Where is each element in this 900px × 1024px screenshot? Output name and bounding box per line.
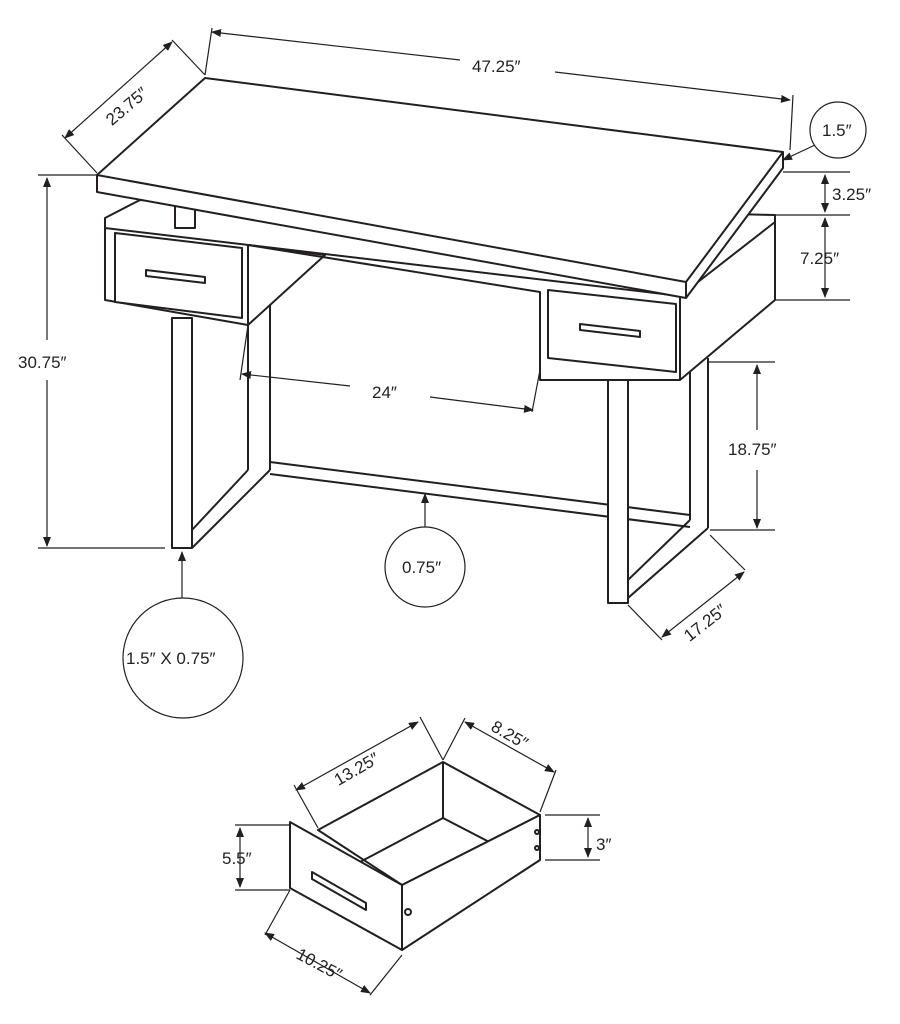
drawer-handle bbox=[311, 871, 367, 911]
drawer-side-height-label: 3″ bbox=[596, 835, 611, 854]
overall-height-label: 30.75″ bbox=[18, 353, 67, 372]
stretcher-callout bbox=[384, 526, 466, 608]
right-drawer bbox=[547, 289, 677, 373]
drawer-front-height-extension-lines bbox=[235, 824, 290, 891]
knee-dimension-line-left bbox=[241, 371, 351, 387]
desk-top bbox=[96, 77, 784, 299]
desk-legs bbox=[171, 305, 709, 604]
knee-dimension-line-right bbox=[429, 396, 534, 413]
frame-inner-edge bbox=[247, 244, 326, 326]
leg-profile-label: 1.5″ X 0.75″ bbox=[126, 649, 216, 668]
desk-depth-label: 23.75″ bbox=[102, 84, 151, 130]
drawer-front bbox=[289, 821, 403, 951]
right-front-leg bbox=[607, 371, 629, 604]
drawer-front-width-label: 10.25″ bbox=[293, 945, 345, 985]
stretcher-label: 0.75″ bbox=[402, 558, 441, 577]
left-drawer bbox=[114, 232, 243, 319]
right-drawer-handle bbox=[579, 323, 641, 338]
height-extension-lines bbox=[38, 174, 165, 549]
left-front-leg bbox=[171, 317, 193, 549]
drawer-top-extension-lines bbox=[293, 716, 557, 829]
knee-width-label: 24″ bbox=[372, 383, 397, 402]
left-back-leg bbox=[191, 305, 271, 549]
drawer-depth-dimension-line bbox=[295, 721, 419, 791]
drawer-box-height-label: 7.25″ bbox=[800, 249, 839, 268]
drawer-front-width-dimension-line bbox=[264, 932, 371, 994]
dimension-lines bbox=[38, 27, 850, 641]
drawer-side-height-extension-lines bbox=[545, 814, 600, 861]
right-back-leg bbox=[627, 358, 709, 599]
right-extension-lines bbox=[775, 171, 850, 301]
leg-clearance-label: 18.75″ bbox=[728, 440, 777, 459]
drawer-front-width-extension-lines bbox=[264, 889, 403, 996]
leg-depth-dimension-line bbox=[661, 571, 745, 638]
drawer-inner-width-dimension-line bbox=[464, 721, 555, 773]
drawer-screw-hole bbox=[404, 908, 412, 916]
clearance-extension-lines bbox=[708, 361, 775, 531]
depth-dimension-line bbox=[64, 41, 173, 139]
width-dimension-line-right bbox=[554, 71, 791, 103]
leg-depth-label: 17.25″ bbox=[680, 600, 730, 645]
drawer-front-height-label: 5.5″ bbox=[222, 849, 252, 868]
top-thickness-label: 1.5″ bbox=[822, 121, 852, 140]
top-thickness-callout bbox=[809, 101, 867, 159]
drawer-depth-label: 13.25″ bbox=[331, 749, 383, 790]
drawer-slide-hole bbox=[534, 845, 540, 851]
drawer-detail bbox=[235, 716, 600, 996]
leg-depth-extension-lines bbox=[627, 534, 746, 641]
depth-extension-lines bbox=[61, 39, 206, 174]
drawer-slide-hole bbox=[534, 829, 540, 835]
width-extension-lines bbox=[204, 27, 794, 151]
top-slab-edges bbox=[96, 151, 784, 298]
top-gap-label: 3.25″ bbox=[832, 185, 871, 204]
width-dimension-line-left bbox=[211, 29, 461, 61]
left-drawer-handle bbox=[145, 269, 206, 284]
top-thickness-leader bbox=[782, 144, 816, 161]
desk-width-label: 47.25″ bbox=[472, 57, 521, 76]
leg-profile-callout bbox=[122, 597, 244, 719]
